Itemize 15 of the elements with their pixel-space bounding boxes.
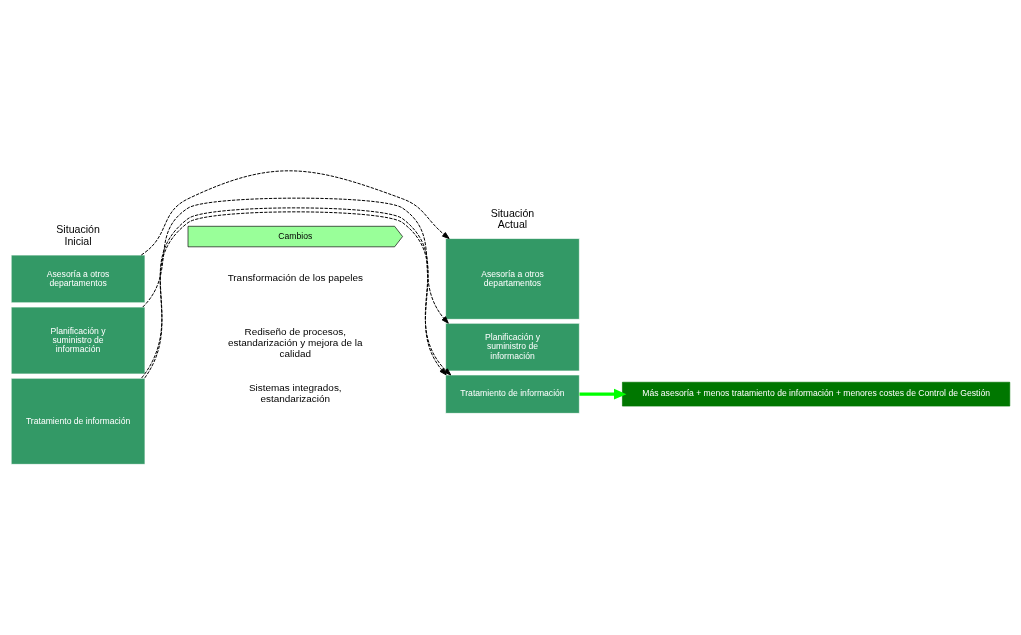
node-box: Tratamiento de información xyxy=(10,377,146,465)
label: Situación Inicial xyxy=(56,223,100,248)
label: Situación Actual xyxy=(490,206,535,231)
arrow xyxy=(579,388,627,400)
arrow xyxy=(142,197,449,324)
arrow xyxy=(140,170,450,256)
node-box: Asesoría a otros departamentos xyxy=(10,254,146,304)
label: Transformación de los papeles xyxy=(227,272,363,284)
label: Rediseño de procesos, estandarización y mejora de la calidad xyxy=(228,325,363,360)
node-box: Planificación y suministro de información xyxy=(445,322,580,372)
node-box: Planificación y suministro de información xyxy=(10,306,146,375)
node-box: Más asesoría + menos tratamiento de información + menores costes de Control de Gestión xyxy=(622,381,1011,407)
node-box: Tratamiento de información xyxy=(445,374,580,414)
node-box: Asesoría a otros departamentos xyxy=(445,238,580,320)
label: Sistemas integrados, estandarización xyxy=(248,381,342,405)
